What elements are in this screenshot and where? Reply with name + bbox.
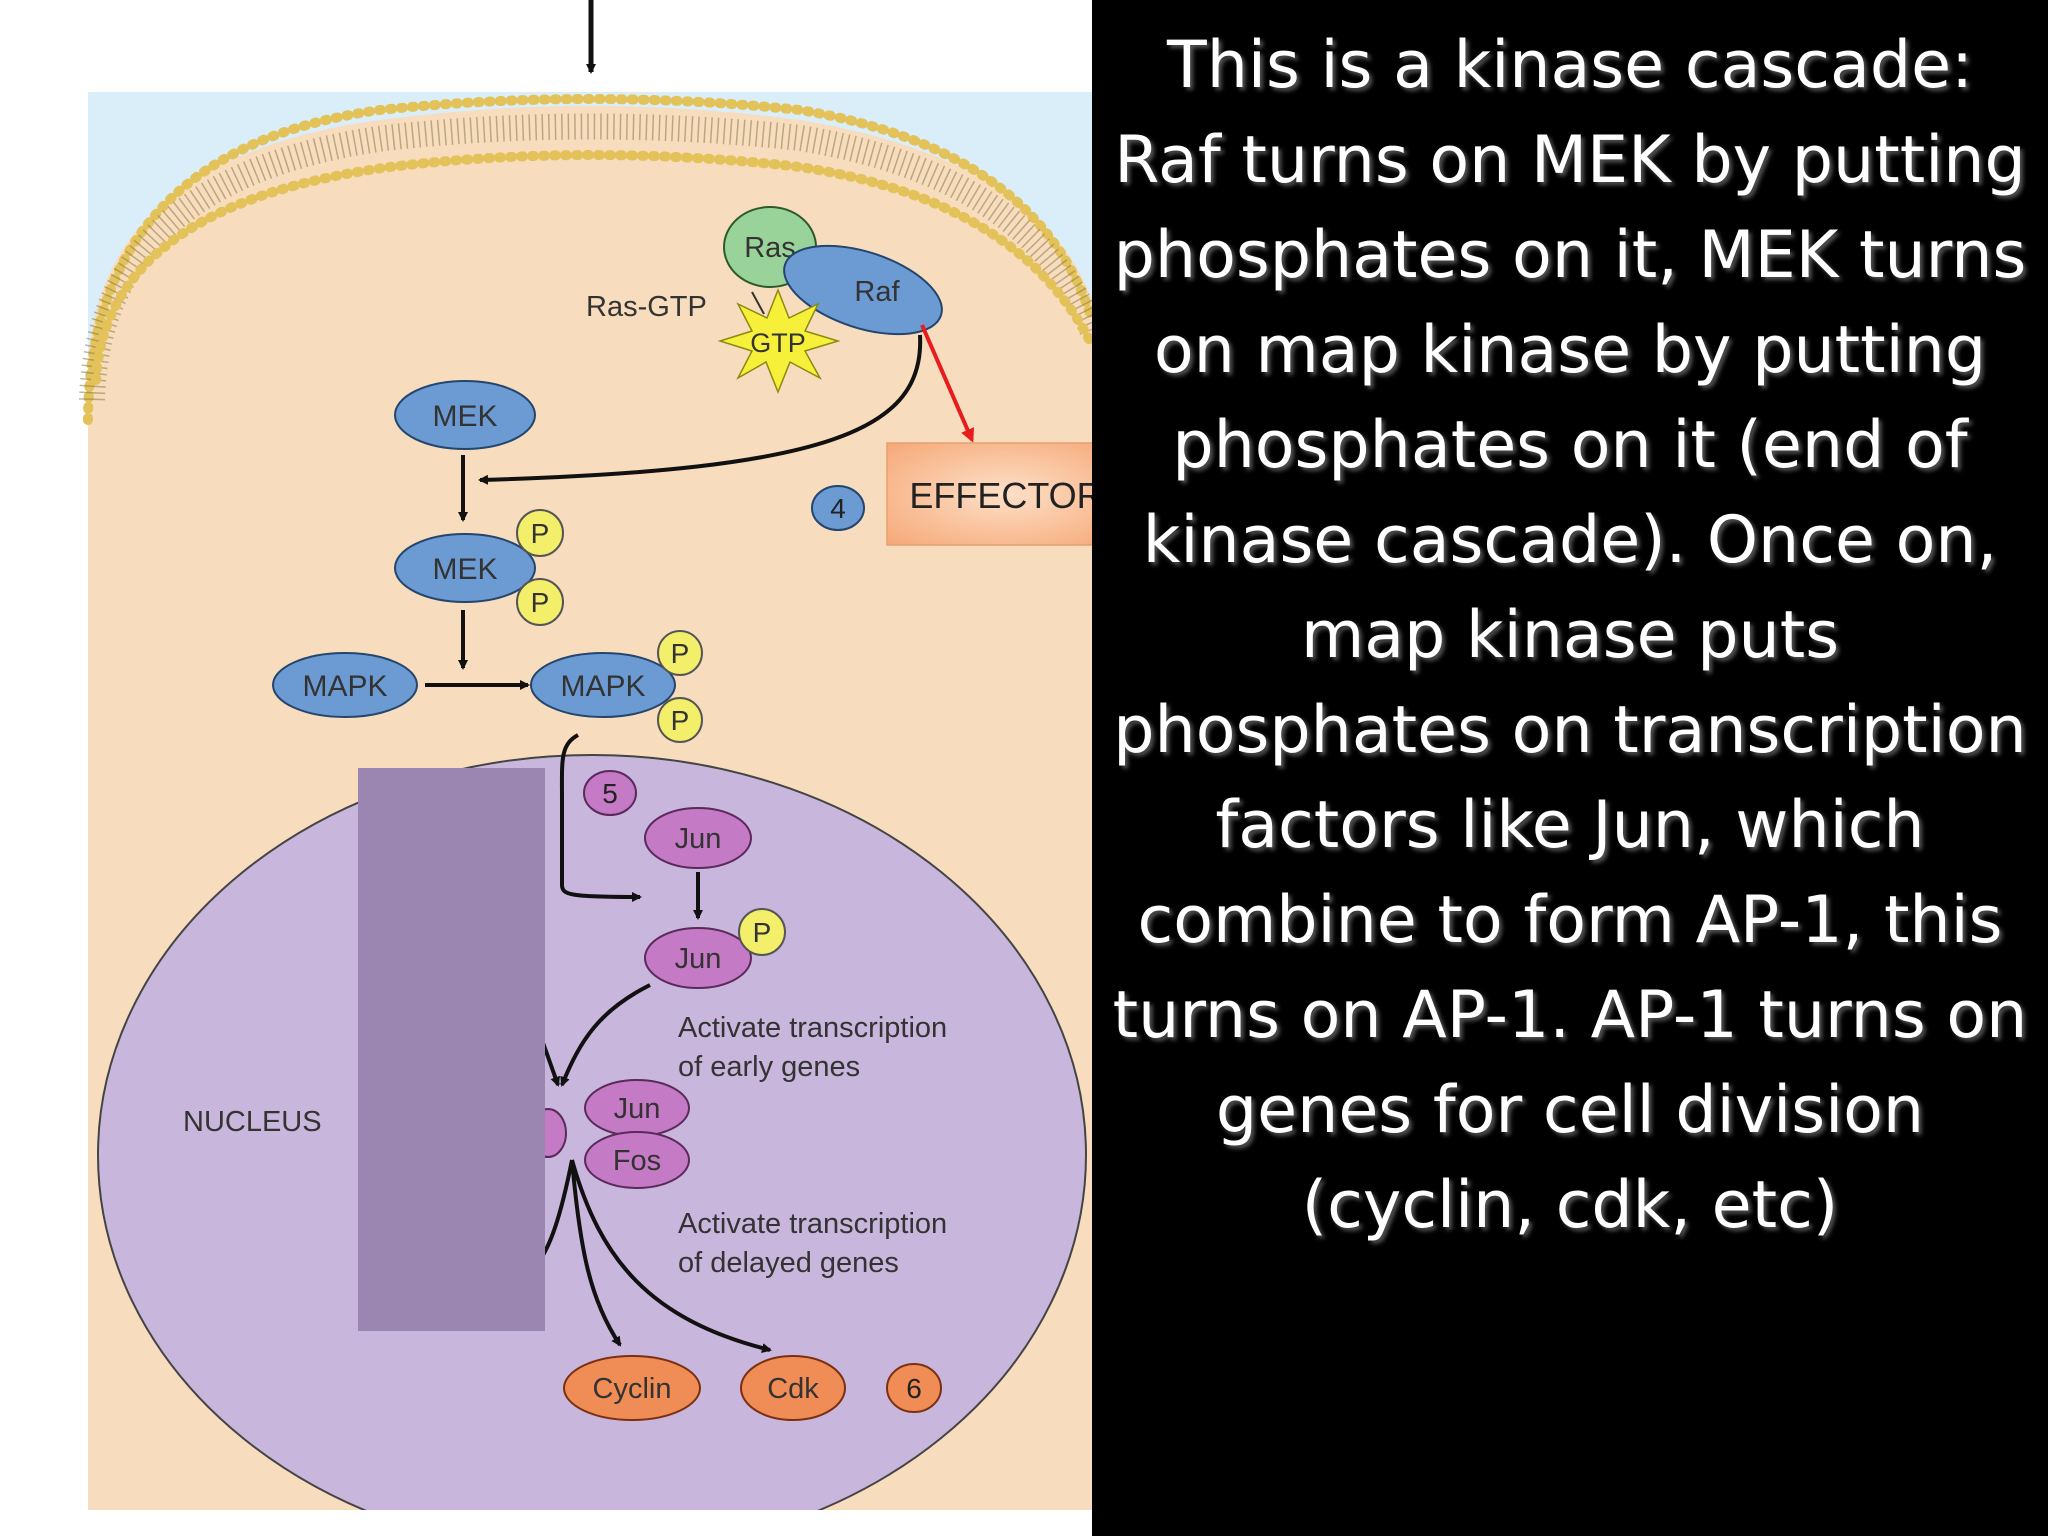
jun-label: Jun xyxy=(675,823,722,855)
mapk-label: MAPK xyxy=(302,670,387,703)
mek-phosphorylated-label: MEK xyxy=(432,553,497,586)
explanation-text: This is a kinase cascade: Raf turns on M… xyxy=(1112,28,2028,1243)
gtp-starburst xyxy=(717,287,841,395)
dimer-to-cdk-arrow xyxy=(570,1159,772,1353)
delayed-genes-text-2: of delayed genes xyxy=(678,1247,899,1279)
step-6-label: 6 xyxy=(906,1373,922,1404)
mek-phosphate-1 xyxy=(516,509,564,557)
gtp-link-line xyxy=(751,291,765,315)
effector-label: EFFECTOR xyxy=(909,475,1100,516)
jun-phosphate-label: P xyxy=(753,917,772,948)
explanation-panel: This is a kinase cascade: Raf turns on M… xyxy=(1092,0,2048,1536)
step-5-marker xyxy=(583,770,637,816)
signaling-pathway-diagram: Ras Raf Ras-GTP GTP EFFECTOR 4 MEK MEK P… xyxy=(79,0,1100,1536)
step-6-marker xyxy=(886,1363,942,1413)
step-4-marker xyxy=(811,485,865,531)
mapk-phosphate-2 xyxy=(657,697,703,743)
mapk-phosphate-2-label: P xyxy=(671,705,690,736)
jun-phosphorylated-protein xyxy=(644,927,752,989)
early-genes-text-2: of early genes xyxy=(678,1051,860,1083)
mek-phosphate-1-label: P xyxy=(531,518,550,549)
mapk-phosphate-1 xyxy=(657,630,703,676)
effector-box xyxy=(886,442,1100,546)
mapk-protein xyxy=(272,652,418,718)
mek-phosphate-2 xyxy=(516,578,564,626)
plasma-membrane xyxy=(79,94,1100,425)
dimer-to-cyclin-arrow xyxy=(570,1159,622,1347)
mek-phosphorylated-protein xyxy=(394,533,536,603)
effector-arrow xyxy=(920,324,975,443)
mek-label: MEK xyxy=(432,400,497,433)
jun-phosphate xyxy=(738,908,786,956)
mapk-phosphate-1-label: P xyxy=(671,638,690,669)
step-5-label: 5 xyxy=(602,778,618,809)
gtp-label: GTP xyxy=(750,328,806,358)
cdk-protein xyxy=(740,1355,846,1421)
mapk-to-jun-arrow xyxy=(559,733,642,902)
cyclin-label: Cyclin xyxy=(593,1373,672,1405)
cdk-label: Cdk xyxy=(767,1373,819,1405)
jun-protein xyxy=(644,807,752,869)
delayed-genes-text-1: Activate transcription xyxy=(678,1208,947,1240)
raf-label: Raf xyxy=(854,276,900,308)
fos-protein xyxy=(584,1131,690,1189)
step-4-label: 4 xyxy=(830,493,846,524)
nucleus-label: NUCLEUS xyxy=(183,1106,322,1138)
nucleus-clip xyxy=(80,1510,1100,1536)
mek-phosphate-2-label: P xyxy=(531,587,550,618)
mapk-phosphorylated-label: MAPK xyxy=(560,670,645,703)
ras-gtp-label: Ras-GTP xyxy=(586,291,707,323)
raf-to-mek-arrow xyxy=(478,334,923,485)
mapk-phosphorylated-protein xyxy=(530,652,676,718)
redaction-block xyxy=(358,768,545,1331)
early-genes-text-1: Activate transcription xyxy=(678,1012,947,1044)
jun-p-to-dimer-arrow xyxy=(560,983,651,1087)
raf-protein xyxy=(783,244,943,336)
cyclin-protein xyxy=(563,1355,701,1421)
jun-dimer-label: Jun xyxy=(614,1093,661,1125)
jun-phosphorylated-label: Jun xyxy=(675,943,722,975)
fos-label: Fos xyxy=(613,1145,661,1177)
mek-protein xyxy=(394,380,536,450)
